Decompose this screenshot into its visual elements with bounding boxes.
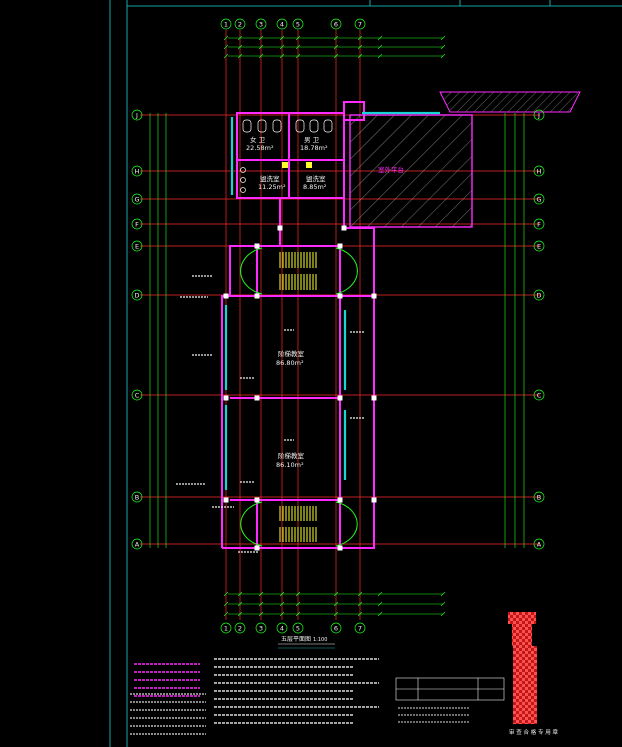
svg-text:H: H: [537, 168, 542, 176]
grid-bubble-left-H: H: [131, 165, 143, 177]
grid-bubble-top-3: 3: [255, 18, 267, 30]
men-wc-area: 18.78m²: [300, 144, 328, 152]
dimension-lines: [149, 35, 525, 617]
grid-bubble-right-B: B: [533, 491, 545, 503]
grid-bubble-top-2: 2: [234, 18, 246, 30]
grid-bubble-bottom-1: 1: [220, 622, 232, 634]
svg-text:F: F: [537, 221, 541, 229]
grid-bubble-bottom-4: 4: [276, 622, 288, 634]
grid-bubble-right-C: C: [533, 389, 545, 401]
svg-text:2: 2: [238, 625, 242, 633]
svg-text:D: D: [134, 292, 139, 300]
stair-upper: [240, 247, 358, 295]
drawing-frame: [109, 0, 622, 747]
svg-text:J: J: [537, 112, 540, 120]
general-notes: [130, 658, 470, 735]
hall-lower-label: 阶梯教室: [278, 451, 305, 460]
grid-bubble-left-G: G: [131, 193, 143, 205]
drawing-scale: 1:100: [313, 637, 327, 643]
svg-text:G: G: [536, 196, 541, 204]
grid-bubble-left-E: E: [131, 240, 143, 252]
svg-text:A: A: [135, 541, 140, 549]
grid-bubble-left-B: B: [131, 491, 143, 503]
svg-text:5: 5: [296, 625, 300, 633]
room-b-area: 8.85m²: [303, 183, 327, 191]
grid-bubble-left-D: D: [131, 289, 143, 301]
svg-text:1: 1: [224, 625, 228, 633]
annotation-marks: [176, 275, 364, 553]
women-wc-label: 女 卫: [250, 135, 266, 144]
grid-bubble-bottom-5: 5: [292, 622, 304, 634]
svg-text:C: C: [537, 392, 542, 400]
grid-bubble-right-D: D: [533, 289, 545, 301]
svg-text:F: F: [135, 221, 139, 229]
svg-text:B: B: [135, 494, 139, 502]
hall-upper-area: 86.80m²: [276, 359, 304, 367]
grid-bubble-left-J: J: [131, 109, 143, 121]
grid-bubble-bottom-7: 7: [354, 622, 366, 634]
svg-text:3: 3: [259, 625, 263, 633]
toilet-fixtures: [240, 119, 333, 193]
hall-upper-label: 阶梯教室: [278, 349, 305, 358]
grid-bubble-top-7: 7: [354, 18, 366, 30]
outdoor-platform-hatch: [349, 91, 581, 228]
grid-bubble-bottom-6: 6: [330, 622, 342, 634]
svg-text:G: G: [134, 196, 139, 204]
structural-columns: [223, 225, 377, 551]
men-wc-label: 男 卫: [304, 136, 320, 144]
svg-text:C: C: [135, 392, 140, 400]
svg-text:J: J: [135, 112, 138, 120]
grid-bubble-bottom-2: 2: [234, 622, 246, 634]
grid-bubble-top-1: 1: [220, 18, 232, 30]
svg-text:3: 3: [259, 21, 263, 29]
svg-text:B: B: [537, 494, 541, 502]
svg-text:1: 1: [224, 21, 228, 29]
svg-text:7: 7: [358, 21, 362, 29]
svg-text:E: E: [537, 243, 541, 251]
grid-bubble-left-A: A: [131, 538, 143, 550]
drawing-title: 五层平面图: [281, 636, 311, 643]
grid-bubble-right-J: J: [533, 109, 545, 121]
grid-bubble-top-5: 5: [292, 18, 304, 30]
grid-bubble-bottom-3: 3: [255, 622, 267, 634]
svg-text:6: 6: [334, 21, 338, 29]
legend-table: [395, 677, 505, 701]
grid-bubble-top-6: 6: [330, 18, 342, 30]
hatched-area-label: 室外平台: [378, 165, 404, 174]
room-b-label: 盥洗室: [306, 174, 326, 183]
room-labels: 女 卫 22.58m² 男 卫 18.78m² 盥洗室 11.25m² 盥洗室 …: [246, 135, 404, 469]
svg-text:D: D: [536, 292, 541, 300]
svg-text:7: 7: [358, 625, 362, 633]
room-a-area: 11.25m²: [258, 183, 286, 191]
svg-text:5: 5: [296, 21, 300, 29]
hall-lower-area: 86.10m²: [276, 461, 304, 469]
women-wc-area: 22.58m²: [246, 144, 274, 152]
grid-bubble-left-F: F: [131, 218, 143, 230]
drawing-title-block: 五层平面图 1:100: [278, 636, 335, 649]
grid-bubble-right-H: H: [533, 165, 545, 177]
windows: [224, 111, 440, 490]
room-a-label: 盥洗室: [260, 174, 280, 183]
svg-text:4: 4: [280, 21, 284, 29]
grid-bubble-right-E: E: [533, 240, 545, 252]
grid-bubble-top-4: 4: [276, 18, 288, 30]
svg-text:2: 2: [238, 21, 242, 29]
stair-lower: [240, 501, 358, 547]
stamp-title: 审 查 合 格 专 用 章: [509, 728, 558, 736]
grid-bubble-left-C: C: [131, 389, 143, 401]
grid-bubble-right-A: A: [533, 538, 545, 550]
grid-bubble-right-F: F: [533, 218, 545, 230]
svg-text:A: A: [537, 541, 542, 549]
svg-text:E: E: [135, 243, 139, 251]
svg-text:4: 4: [280, 625, 284, 633]
grid-bubble-right-G: G: [533, 193, 545, 205]
svg-text:6: 6: [334, 625, 338, 633]
svg-text:H: H: [135, 168, 140, 176]
approval-stamp: 审 查 合 格 专 用 章: [508, 612, 558, 736]
